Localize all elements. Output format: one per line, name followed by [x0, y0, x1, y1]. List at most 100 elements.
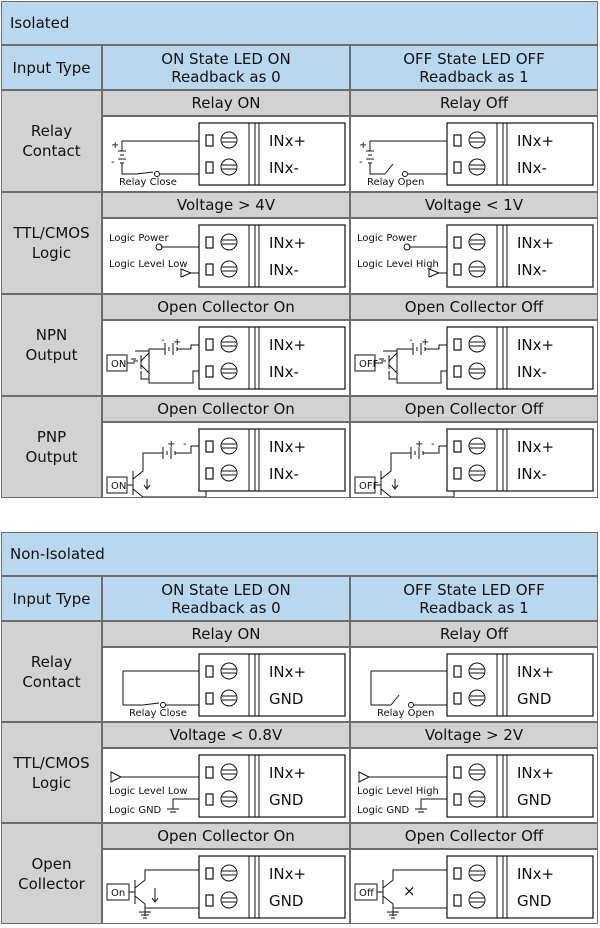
terminal-block: INx+GND: [198, 754, 346, 818]
terminal-minus-label: INx-: [517, 465, 547, 483]
relay-switch-label: Relay Close: [129, 708, 187, 719]
screw-terminal-2: [453, 790, 486, 808]
logic-power-label: Logic Power: [109, 233, 169, 244]
screw-terminal-1: [453, 763, 486, 781]
non-isolated-title: Non-Isolated: [1, 532, 598, 576]
collector-state-box: OFF: [359, 359, 379, 370]
on-condition: Voltage > 4V: [102, 192, 350, 218]
non-isolated-input-type-header: Input Type: [1, 576, 102, 621]
terminal-minus-label: INx-: [269, 465, 299, 483]
battery-minus-label: -: [409, 335, 413, 346]
battery-plus-label: +: [421, 337, 429, 348]
isolated-on-state-header: ON State LED ON Readback as 0: [102, 45, 350, 90]
collector-state-box: ON: [111, 359, 126, 370]
relay-switch-label: Relay Close: [119, 177, 177, 188]
on-state-diagram: Relay Close INx+ GND: [102, 647, 350, 722]
off-condition: Relay Off: [350, 621, 598, 647]
terminal-plus-label: INx+: [269, 438, 306, 456]
circuit-schematic: OFF+-INx+INx-: [354, 428, 594, 497]
battery-minus-label: -: [431, 439, 435, 450]
logic-power-label: Logic Power: [357, 233, 417, 244]
terminal-block: INx+INx-: [198, 326, 346, 390]
screw-terminal-1: [205, 662, 238, 680]
terminal-plus-label: INx+: [269, 663, 306, 681]
open-collector-icon: Off×: [354, 869, 455, 919]
row-label-text: TTL/CMOS Logic: [13, 224, 90, 262]
screw-terminal-2: [205, 158, 238, 176]
terminal-minus-label: GND: [269, 690, 303, 708]
battery-plus-label: +: [359, 140, 367, 151]
terminal-plus-label: INx+: [517, 234, 554, 252]
off-state-diagram: Relay Open INx+GND: [350, 647, 598, 722]
screw-terminal-1: [453, 131, 486, 149]
optocoupler-icon: ON +-: [106, 335, 206, 384]
terminal-block: INx+GND: [446, 855, 594, 919]
battery-plus-label: +: [415, 439, 423, 450]
off-state-diagram: OFF+-INx+INx-: [350, 422, 598, 498]
off-condition: Open Collector Off: [350, 823, 598, 849]
screw-terminal-1: [205, 763, 238, 781]
row-label-text: TTL/CMOS Logic: [13, 753, 90, 792]
screw-terminal-2: [205, 260, 238, 278]
on-condition: Relay ON: [102, 90, 350, 116]
battery-minus-label: -: [183, 439, 187, 450]
terminal-plus-label: INx+: [269, 764, 306, 782]
terminal-plus-label: INx+: [517, 132, 554, 150]
on-condition: Open Collector On: [102, 823, 350, 849]
battery-plus-label: +: [173, 337, 181, 348]
row-label: Relay Contact: [1, 621, 102, 722]
terminal-block: INx+ INx-: [198, 122, 346, 186]
circuit-schematic: Off×INx+GND: [354, 855, 594, 919]
row-label: TTL/CMOS Logic: [1, 192, 102, 294]
terminal-minus-label: GND: [517, 690, 551, 708]
screw-terminal-2: [453, 362, 486, 380]
non-isolated-table: Non-Isolated Input Type ON State LED ON …: [1, 532, 598, 925]
row-label: Relay Contact: [1, 90, 102, 192]
row-label-text: NPN Output: [25, 326, 78, 364]
terminal-minus-label: INx-: [269, 159, 299, 177]
logic-level-label: Logic Level High: [357, 259, 439, 270]
isolated-input-type-header: Input Type: [1, 45, 102, 90]
battery-minus-label: -: [161, 335, 165, 346]
optocoupler-icon: OFF+-: [354, 439, 455, 497]
battery-minus-label: -: [359, 157, 363, 168]
row-label: TTL/CMOS Logic: [1, 722, 102, 823]
relay-switch-label: Relay Open: [377, 708, 434, 719]
off-condition: Relay Off: [350, 90, 598, 116]
terminal-plus-label: INx+: [269, 865, 306, 883]
terminal-block: INx+ GND: [198, 653, 346, 717]
screw-terminal-2: [205, 790, 238, 808]
screw-terminal-2: [453, 260, 486, 278]
collector-state-box: ON: [111, 481, 126, 492]
row-label-text: PNP Output: [25, 428, 78, 466]
row-label: Open Collector: [1, 823, 102, 924]
terminal-minus-label: GND: [517, 791, 551, 809]
off-condition: Open Collector Off: [350, 294, 598, 320]
screw-terminal-2: [453, 689, 486, 707]
row-label: PNP Output: [1, 396, 102, 498]
screw-terminal-2: [453, 158, 486, 176]
terminal-block: INx+ INx-: [198, 428, 346, 492]
circuit-schematic: Relay Close INx+ GND: [122, 653, 346, 719]
terminal-minus-label: INx-: [517, 159, 547, 177]
terminal-minus-label: INx-: [269, 363, 299, 381]
screw-terminal-1: [205, 233, 238, 251]
logic-level-label: Logic Level High: [357, 786, 439, 797]
terminal-minus-label: INx-: [269, 261, 299, 279]
screw-terminal-1: [453, 662, 486, 680]
terminal-plus-label: INx+: [269, 132, 306, 150]
screw-terminal-2: [453, 891, 486, 909]
terminal-block: INx+GND: [446, 754, 594, 818]
collector-state-box: On: [111, 888, 125, 899]
row-label-text: Relay Contact: [22, 652, 81, 691]
terminal-block: INx+GND: [446, 653, 594, 717]
